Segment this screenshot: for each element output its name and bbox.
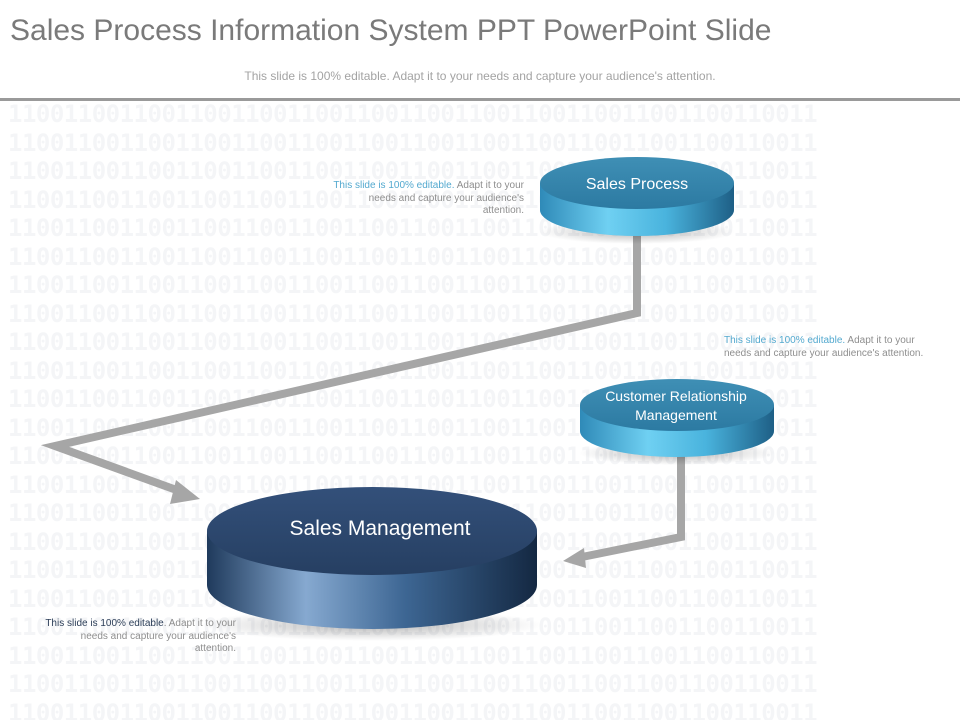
binary-pattern-row: 1100110011001100110011001100110011001100… — [8, 299, 818, 328]
note-body: . Adapt it to your needs and capture you… — [80, 618, 236, 654]
binary-pattern-row: 1100110011001100110011001100110011001100… — [8, 641, 818, 670]
node-sales-process[interactable]: Sales Process — [539, 157, 735, 244]
note-highlight: This slide is 100% editable — [45, 618, 164, 629]
node-label: Sales Management — [290, 517, 471, 540]
note-body: Adapt it to your needs and capture your … — [724, 335, 924, 359]
arrowhead-icon — [563, 548, 586, 568]
slide-title: Sales Process Information System PPT Pow… — [10, 14, 772, 47]
binary-pattern-row: 1100110011001100110011001100110011001100… — [8, 242, 818, 271]
binary-pattern-row: 1100110011001100110011001100110011001100… — [8, 670, 818, 698]
binary-pattern-row: 1100110011001100110011001100110011001100… — [8, 271, 818, 299]
callout-note-sales-management: This slide is 100% editable. Adapt it to… — [40, 618, 236, 656]
node-sales-management[interactable]: Sales Management — [202, 487, 542, 641]
note-highlight: This slide is 100% editable. — [724, 335, 846, 346]
binary-pattern-row: 1100110011001100110011001100110011001100… — [8, 128, 818, 157]
node-label-line1: Customer Relationship — [605, 388, 747, 404]
callout-note-sales-process: This slide is 100% editable. Adapt it to… — [330, 180, 524, 218]
arrowhead-icon — [170, 480, 200, 504]
title-divider — [0, 98, 960, 101]
binary-pattern-row: 1100110011001100110011001100110011001100… — [8, 100, 818, 128]
slide-subtitle: This slide is 100% editable. Adapt it to… — [244, 69, 716, 83]
binary-pattern-row: 1100110011001100110011001100110011001100… — [8, 698, 818, 720]
callout-note-crm: This slide is 100% editable. Adapt it to… — [724, 335, 924, 360]
connector-sales-process-to-sales-management — [40, 230, 641, 504]
node-label-line2: Management — [635, 407, 717, 423]
node-crm[interactable]: Customer Relationship Management — [579, 379, 775, 465]
node-label: Sales Process — [586, 176, 688, 193]
note-highlight: This slide is 100% editable. — [333, 180, 455, 191]
binary-pattern-row: 1100110011001100110011001100110011001100… — [8, 328, 818, 356]
note-body: Adapt it to your needs and capture your … — [368, 180, 524, 216]
connector-crm-to-sales-management — [563, 452, 685, 568]
